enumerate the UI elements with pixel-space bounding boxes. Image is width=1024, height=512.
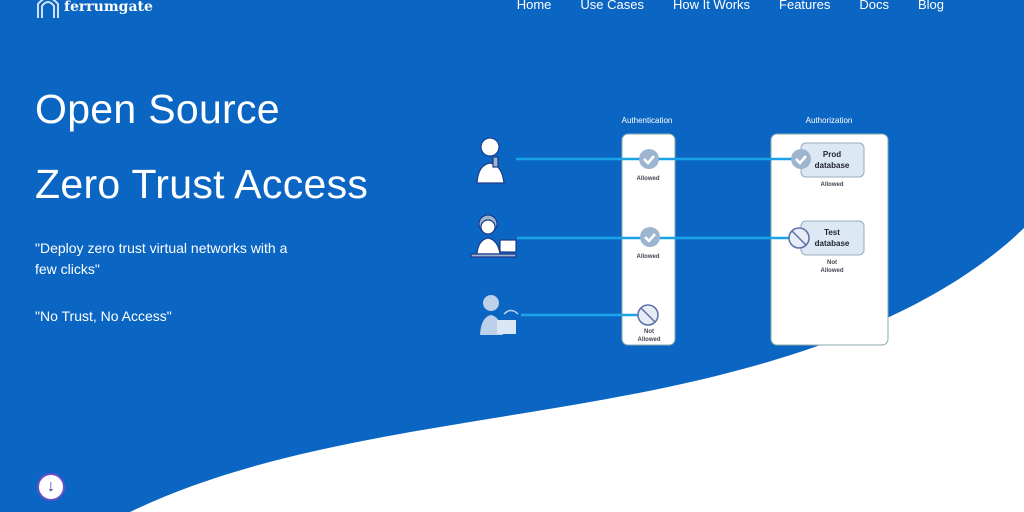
check-icon bbox=[640, 227, 660, 247]
svg-text:Allowed: Allowed bbox=[820, 182, 843, 188]
nav-features[interactable]: Features bbox=[779, 0, 831, 12]
svg-text:Allowed: Allowed bbox=[636, 254, 659, 260]
blocked-icon bbox=[637, 304, 659, 326]
nav-blog[interactable]: Blog bbox=[917, 0, 944, 12]
test-database-box bbox=[800, 220, 865, 256]
check-icon bbox=[639, 149, 659, 169]
user-laptop-icon bbox=[470, 214, 517, 258]
check-icon bbox=[791, 149, 811, 169]
nav-home[interactable]: Home bbox=[516, 0, 552, 12]
svg-text:Prod: Prod bbox=[823, 150, 841, 159]
user-wifi-icon bbox=[480, 295, 519, 335]
user-phone-icon bbox=[476, 137, 505, 184]
brand-name: ferrumgate bbox=[64, 0, 153, 15]
hero-title-line1: Open Source bbox=[35, 86, 280, 132]
logo[interactable]: ferrumgate bbox=[36, 0, 153, 18]
svg-text:database: database bbox=[815, 239, 850, 248]
hero-quote-2: "No Trust, No Access" bbox=[35, 308, 172, 324]
hero-quote-1: "Deploy zero trust virtual networks with… bbox=[35, 240, 288, 277]
nav-docs[interactable]: Docs bbox=[859, 0, 889, 12]
gate-logo-icon bbox=[37, 0, 59, 18]
svg-text:Allowed: Allowed bbox=[637, 337, 660, 343]
blocked-icon bbox=[788, 227, 810, 249]
hero-title-line2: Zero Trust Access bbox=[35, 161, 369, 207]
svg-text:database: database bbox=[815, 161, 850, 170]
nav-how-it-works[interactable]: How It Works bbox=[672, 0, 751, 12]
main-nav: Home Use Cases How It Works Features Doc… bbox=[517, 0, 944, 12]
authorization-label: Authorization bbox=[806, 116, 853, 125]
nav-use-cases[interactable]: Use Cases bbox=[580, 0, 644, 12]
svg-text:Not: Not bbox=[644, 329, 654, 335]
svg-text:Allowed: Allowed bbox=[636, 176, 659, 182]
svg-text:Test: Test bbox=[824, 228, 840, 237]
scroll-down-button[interactable]: ↓ bbox=[37, 473, 65, 501]
svg-text:Not: Not bbox=[827, 260, 837, 266]
svg-text:Allowed: Allowed bbox=[820, 268, 843, 274]
authentication-label: Authentication bbox=[622, 116, 673, 125]
